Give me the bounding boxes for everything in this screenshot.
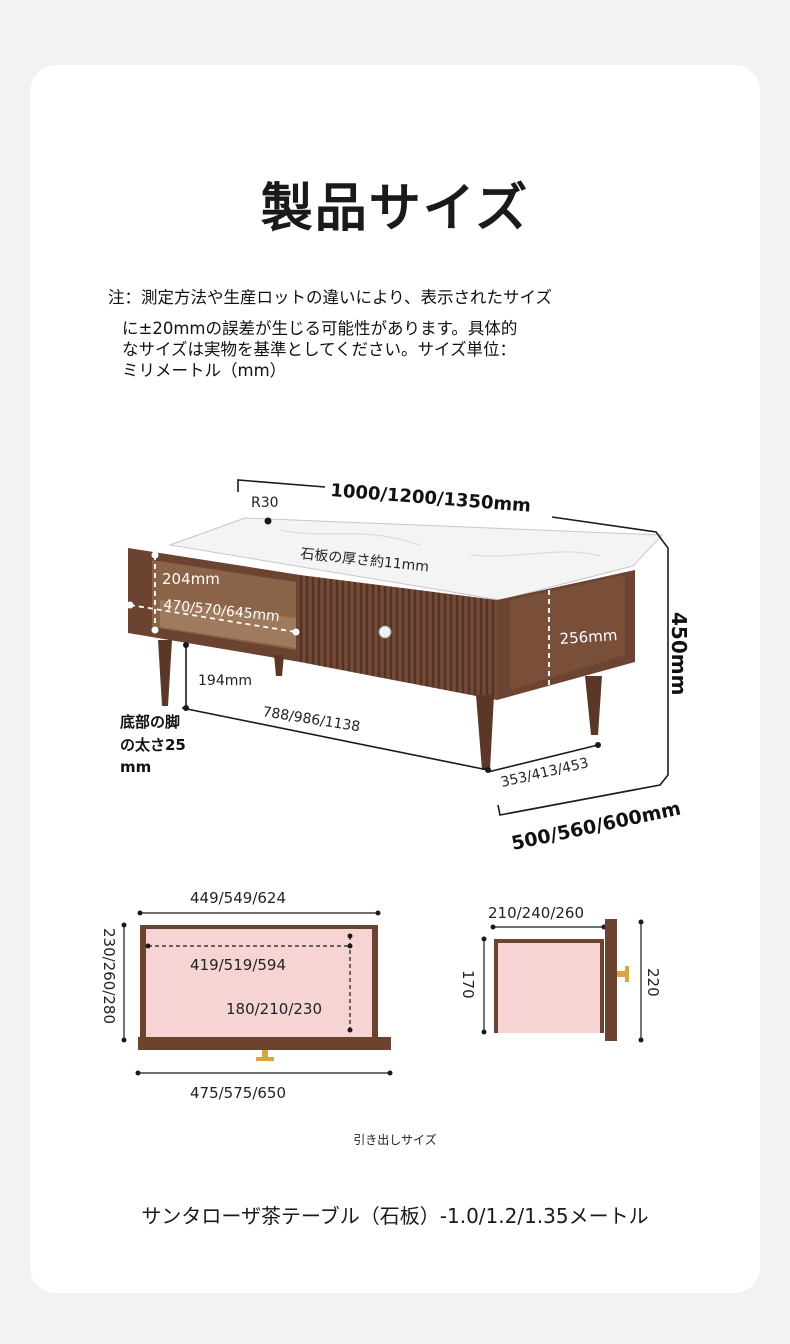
drawer-side-outer-height-label: 220 [644, 968, 662, 997]
leg-back-right [585, 676, 602, 735]
open-height-label: 204mm [162, 570, 220, 588]
total-height-label: 450mm [667, 612, 691, 695]
radius-label: R30 [251, 495, 279, 511]
drawer-size-caption: 引き出しサイズ [353, 1133, 437, 1147]
slatted-drawer-front [300, 575, 497, 700]
drawer-inner-depth-label: 180/210/230 [226, 1000, 322, 1018]
size-note-line-1: 注：測定方法や生産ロットの違いにより、表示されたサイズ [108, 288, 553, 307]
drawer-front-panel [138, 1037, 391, 1050]
drawer-side-width-label: 210/240/260 [488, 904, 584, 922]
size-note-body: に±20mmの誤差が生じる可能性があります。具体的 なサイズは実物を基準としてく… [122, 318, 592, 381]
leg-note-line-1: 底部の脚 [120, 713, 180, 731]
drawer-inner-width-label: 419/519/594 [190, 956, 286, 974]
stone-tabletop [168, 517, 664, 601]
drawer-top-width-label: 449/549/624 [190, 889, 286, 907]
size-note-line-3: なサイズは実物を基準としてください。サイズ単位： [122, 340, 517, 359]
leg-front-right [476, 695, 494, 770]
drawer-bottom-width-label: 475/575/650 [190, 1084, 286, 1102]
drawer-side-handle-stem [617, 971, 627, 977]
drawer-side-inner-height-label: 170 [459, 970, 477, 999]
drawer-side-handle-base [625, 966, 629, 982]
drawer-side-front-panel [605, 919, 617, 1041]
drawer-handle-base [256, 1057, 274, 1061]
size-note-line-2: に±20mmの誤差が生じる可能性があります。具体的 [122, 319, 518, 338]
size-note-line-4: ミリメートル（mm） [122, 361, 287, 380]
product-name: サンタローザ茶テーブル（石板）-1.0/1.2/1.35メートル [141, 1204, 649, 1228]
page-title: 製品サイズ [260, 179, 530, 239]
drawer-side-inner [498, 943, 600, 1033]
leg-back-left [274, 655, 284, 676]
leg-clearance-label: 194mm [198, 673, 252, 689]
leg-front-left [158, 640, 172, 706]
drawer-box-inner [146, 929, 372, 1037]
drawer-height-label: 230/260/280 [100, 928, 118, 1024]
leg-note-line-2: の太さ25 [120, 736, 186, 754]
drawer-knob [378, 625, 392, 639]
leg-note-line-3: mm [120, 758, 151, 776]
side-height-label: 256mm [559, 626, 618, 648]
drawer-handle-stem [262, 1050, 268, 1060]
